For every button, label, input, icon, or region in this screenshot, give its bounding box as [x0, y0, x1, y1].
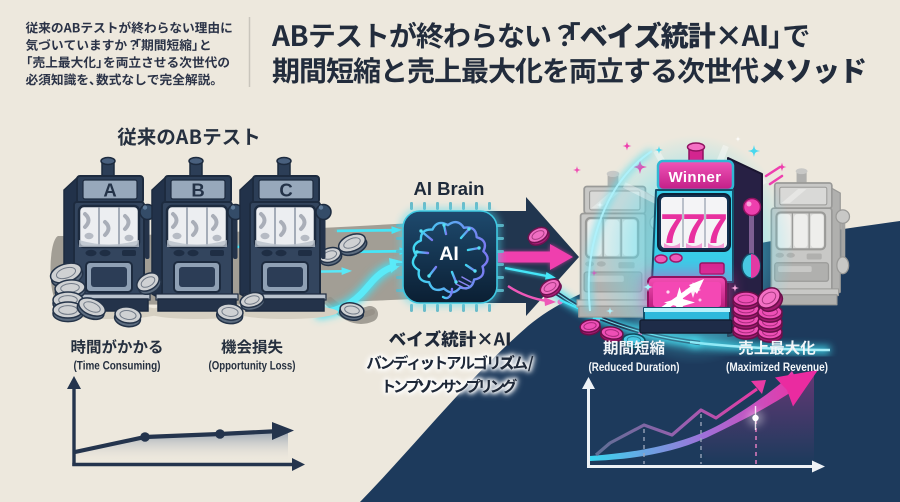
svg-text:Winner: Winner [668, 169, 721, 186]
svg-text:(Reduced Duration): (Reduced Duration) [589, 360, 680, 374]
svg-text:7: 7 [704, 205, 727, 252]
svg-text:A: A [103, 180, 116, 201]
svg-text:AI Brain: AI Brain [414, 178, 485, 199]
svg-text:7: 7 [682, 205, 705, 252]
svg-text:C: C [279, 180, 292, 201]
svg-text:7: 7 [660, 205, 683, 252]
svg-text:(Maximized Revenue): (Maximized Revenue) [726, 360, 828, 374]
svg-text:(Time Consuming): (Time Consuming) [74, 359, 161, 373]
svg-text:(Opportunity Loss): (Opportunity Loss) [209, 359, 296, 373]
svg-text:B: B [191, 180, 204, 201]
svg-text:AI: AI [439, 243, 459, 265]
